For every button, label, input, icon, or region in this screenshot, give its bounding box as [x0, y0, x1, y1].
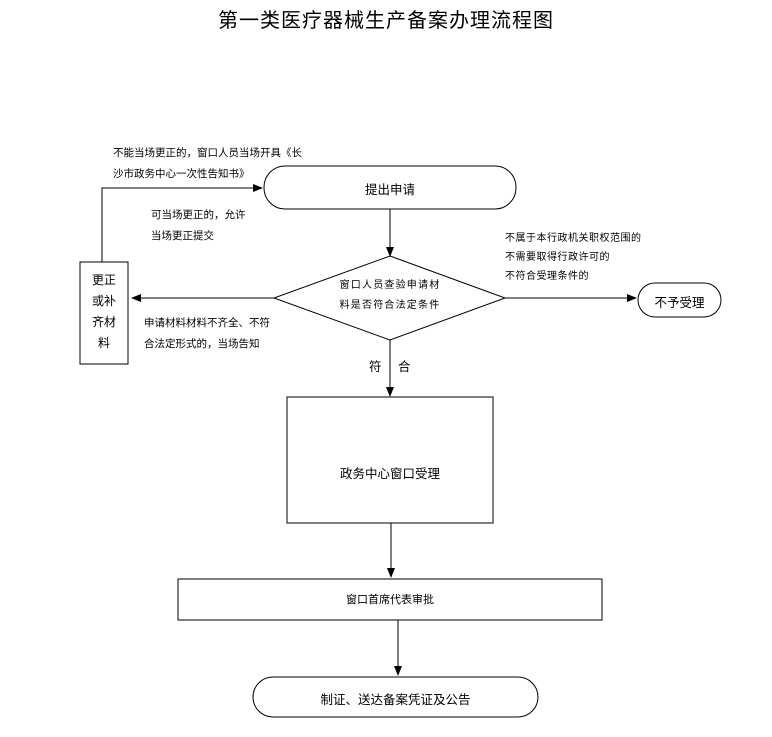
cannot-fix-label: 不能当场更正的，窗口人员当场开具《长 沙市政务中心一次性告知书》 [113, 143, 302, 185]
supplement-line-2: 或补 [91, 294, 116, 308]
supplement-line-4: 料 [97, 336, 110, 350]
out-of-scope-label: 不属于本行政机关职权范围的 不需要取得行政许可的 不符合受理条件的 [505, 229, 642, 286]
page-title: 第一类医疗器械生产备案办理流程图 [218, 8, 554, 32]
review-decision-label: 窗口人员查验申请材 料是否符合法定条件 [300, 276, 480, 316]
finish-node-label: 制证、送达备案凭证及公告 [320, 692, 471, 707]
arrow-supplement-to-start [101, 184, 263, 262]
reject-node-shape [637, 282, 722, 318]
accept-node-shape [286, 396, 494, 524]
conform-label-right: 合 [398, 359, 411, 374]
out-of-scope-line-1: 不属于本行政机关职权范围的 [505, 233, 642, 244]
approve-node-label: 窗口首席代表审批 [346, 593, 434, 606]
approve-node-shape [177, 578, 603, 621]
supplement-node-label: 更正 或补 齐材 料 [80, 270, 128, 354]
start-node-label: 提出申请 [364, 182, 415, 197]
supplement-line-3: 齐材 [91, 315, 116, 329]
incomplete-line-1: 申请材料材料不齐全、不符 [144, 317, 270, 329]
out-of-scope-line-2: 不需要取得行政许可的 [505, 252, 610, 263]
finish-node-shape [252, 676, 539, 718]
can-fix-line-2: 当场更正提交 [151, 230, 214, 242]
conform-label-left: 符 [369, 359, 382, 374]
can-fix-line-1: 可当场更正的，允许 [151, 209, 246, 221]
review-line-2: 料是否符合法定条件 [339, 300, 441, 311]
supplement-node-shape [79, 261, 129, 365]
out-of-scope-line-3: 不符合受理条件的 [505, 271, 589, 282]
cannot-fix-line-1: 不能当场更正的，窗口人员当场开具《长 [113, 147, 302, 159]
reject-node-label: 不予受理 [654, 295, 705, 310]
can-fix-label: 可当场更正的，允许 当场更正提交 [151, 205, 246, 247]
incomplete-line-2: 合法定形式的，当场告知 [144, 338, 260, 350]
review-line-1: 窗口人员查验申请材 [339, 280, 441, 291]
cannot-fix-line-2: 沙市政务中心一次性告知书》 [113, 168, 250, 180]
incomplete-label: 申请材料材料不齐全、不符 合法定形式的，当场告知 [144, 313, 270, 355]
accept-node-label: 政务中心窗口受理 [339, 466, 440, 481]
supplement-line-1: 更正 [91, 273, 116, 287]
